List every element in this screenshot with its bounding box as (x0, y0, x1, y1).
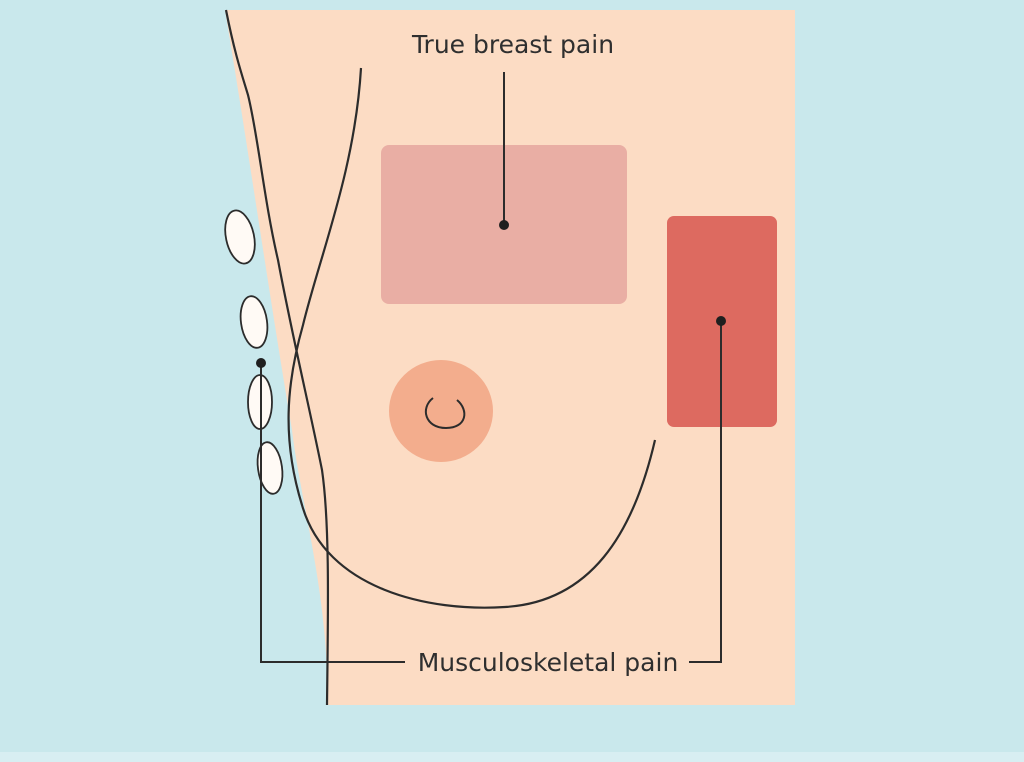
musculoskeletal-dot-right (716, 316, 726, 326)
musculoskeletal-pain-label: Musculoskeletal pain (418, 648, 679, 677)
rib-oval-1 (224, 209, 256, 265)
rib-oval-4 (256, 441, 284, 495)
musculoskeletal-leader-right (689, 321, 722, 663)
skin-panel (225, 10, 795, 705)
breast-outline (287, 67, 657, 609)
musculoskeletal-dot-left (256, 358, 266, 368)
musculoskeletal-leader-left (260, 363, 405, 663)
true-breast-pain-label: True breast pain (411, 30, 614, 59)
areola (389, 360, 493, 462)
body-contour (224, 9, 330, 706)
true-breast-pain-dot (499, 220, 509, 230)
bottom-strip (0, 752, 1024, 762)
rib-oval-2 (239, 295, 269, 349)
nipple (424, 397, 466, 430)
